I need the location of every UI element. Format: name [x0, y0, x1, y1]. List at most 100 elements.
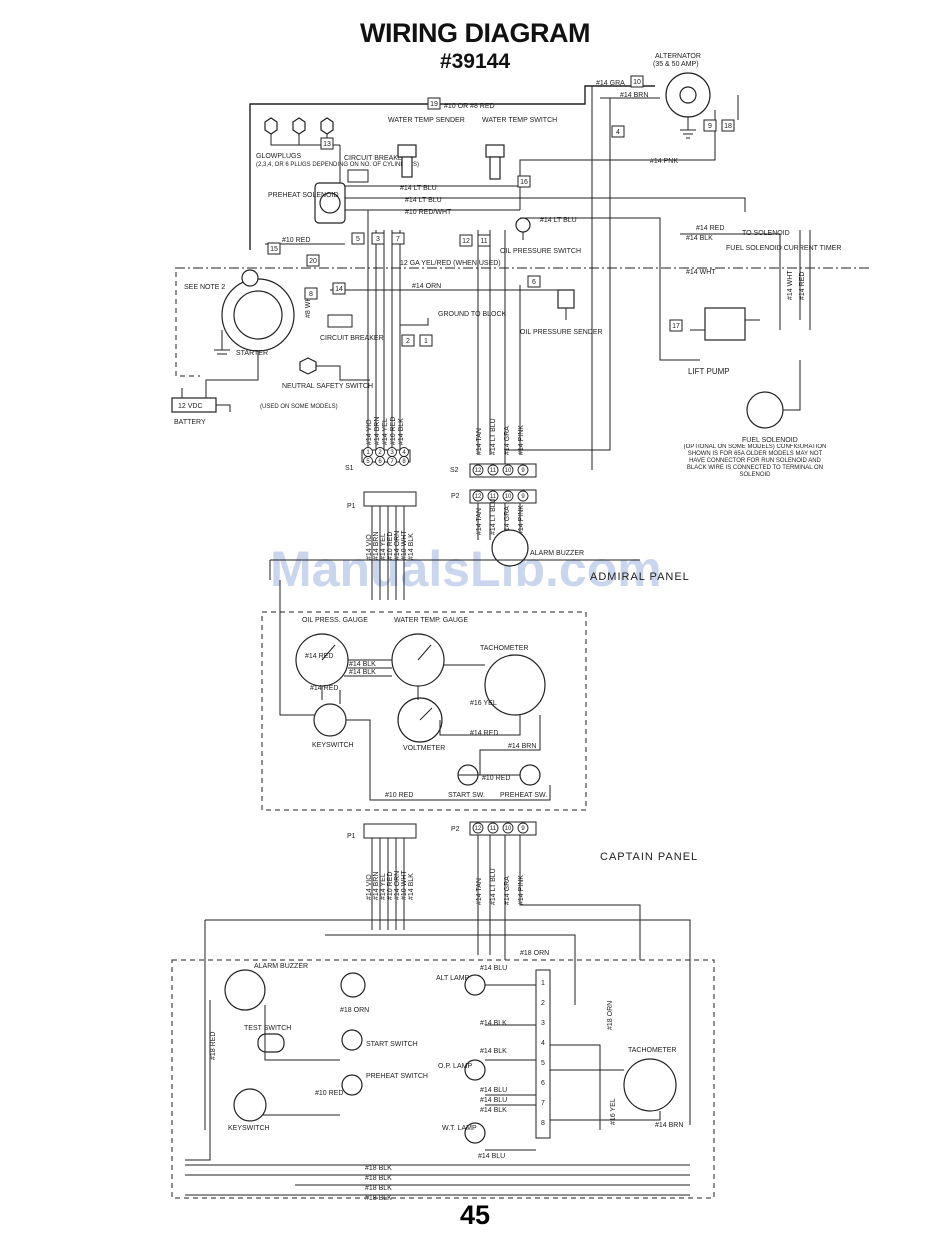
captain-wire-label: #14 BLK [480, 1048, 507, 1055]
wire-number-box [419, 334, 433, 347]
connector-pin [487, 490, 499, 502]
wire-label: #14 GRA [504, 506, 511, 535]
wt-lamp-label: W.T. LAMP [442, 1125, 477, 1132]
label-red-right: #14 RED [799, 272, 806, 300]
keyswitch-admiral [313, 703, 347, 737]
wire-number-box [267, 242, 281, 255]
circuit-breaker-2 [327, 314, 353, 328]
terminal-strip [535, 969, 551, 1139]
neutral-switch-label: NEUTRAL SAFETY SWITCH [282, 383, 373, 390]
oil-pressure-gauge [295, 633, 349, 687]
wire-label: #14 BRN [373, 872, 380, 900]
oil-pressure-switch [515, 217, 531, 240]
captain-start-label: START SWITCH [366, 1041, 418, 1048]
captain-wire-label: #18 ORN [520, 950, 549, 957]
connector-pin-number: 6 [378, 459, 382, 465]
connector-p2-label: P2 [451, 493, 460, 500]
wire-number: 17 [672, 323, 680, 330]
label-orn: #14 ORN [412, 283, 441, 290]
oil-pressure-sender-label: OIL PRESSURE SENDER [520, 329, 603, 336]
fuel-solenoid-label: FUEL SOLENOID [742, 437, 798, 444]
op-lamp-label: O.P. LAMP [438, 1063, 472, 1070]
captain-wire-label: #10 RED [315, 1090, 343, 1097]
oil-gauge-label: OIL PRESS. GAUGE [302, 617, 368, 624]
connector-p2b-label: P2 [451, 826, 460, 833]
oil-pressure-switch-label: OIL PRESSURE SWITCH [500, 248, 581, 255]
water-gauge-label: WATER TEMP. GAUGE [394, 617, 468, 624]
wire-number: 18 [724, 123, 732, 130]
wire-label: #14 BLK [398, 418, 405, 445]
captain-start-switch[interactable] [341, 1029, 363, 1051]
connector-p1b [363, 823, 417, 839]
wire-pnk [519, 110, 716, 210]
admiral-start-label: START SW. [448, 792, 485, 799]
terminal-number: 2 [541, 1000, 545, 1007]
connector-pin-number: 4 [402, 450, 406, 456]
admiral-wire-label: #14 BLK [349, 661, 376, 668]
connector-pin [502, 822, 514, 834]
wire-number: 16 [520, 179, 528, 186]
captain-wire-label: #18 BLK [365, 1185, 392, 1192]
connector-pin [517, 822, 529, 834]
captain-keyswitch-label: KEYSWITCH [228, 1125, 270, 1132]
fuel-solenoid-note: (OPTIONAL ON SOME MODELS) CONFIGURATION … [683, 444, 827, 478]
wire-number: 4 [616, 129, 620, 136]
admiral-preheat-label: PREHEAT SW. [500, 792, 547, 799]
connector-pin-number: 11 [490, 468, 497, 474]
admiral-panel-label: ADMIRAL PANEL [590, 571, 690, 583]
wire-main-red [249, 85, 655, 250]
captain-wire-label: #18 BLK [365, 1175, 392, 1182]
captain-preheat-switch[interactable] [341, 1074, 363, 1096]
wire-number-box [669, 319, 683, 332]
wire-fuel-right [799, 230, 811, 330]
captain-wire-label: #14 BLU [480, 1087, 507, 1094]
admiral-preheat-switch[interactable] [519, 764, 541, 786]
test-switch[interactable] [257, 1033, 285, 1053]
label-yelred: 12 GA YEL/RED (WHEN USED) [400, 260, 501, 267]
alt-lamp-label: ALT LAMP [436, 975, 470, 982]
captain-alarm-label: ALARM BUZZER [254, 963, 308, 970]
water-temp-sender-label: WATER TEMP SENDER [388, 117, 465, 124]
alternator-rating: (35 & 50 AMP) [653, 61, 699, 68]
wire-number-box [611, 125, 625, 138]
wire-label: #14 LT BLU [490, 498, 497, 535]
captain-panel-label: CAPTAIN PANEL [600, 851, 698, 863]
captain-preheat-label: PREHEAT SWITCH [366, 1073, 428, 1080]
label-red-14: #14 RED [696, 225, 724, 232]
wire-number-box [304, 287, 318, 300]
circuit-breaker-1-label: CIRCUIT BREAKER [344, 155, 408, 162]
admiral-wire-label: #10 RED [385, 792, 413, 799]
label-brn: #14 BRN [620, 92, 648, 99]
wt-lamp [464, 1122, 486, 1144]
wire-label: #14 LT BLU [490, 868, 497, 905]
wire-label: #14 LT BLU [490, 418, 497, 455]
captain-wire-label: #14 BLU [480, 1097, 507, 1104]
captain-wire-label: #14 BLU [478, 1153, 505, 1160]
wire-brn-down [504, 98, 611, 470]
connector-pin-number: 9 [521, 494, 525, 500]
starter [214, 269, 295, 355]
captain-tach-label: TACHOMETER [628, 1047, 676, 1054]
connector-pin [375, 456, 385, 466]
wire-label: #14 GRA [504, 876, 511, 905]
captain-wire-label: #16 YEL [610, 1098, 617, 1125]
wire-label: #14 PINK [518, 425, 525, 455]
admiral-wire-label: #14 RED [470, 730, 498, 737]
label-ltblu-2: #14 LT BLU [405, 197, 442, 204]
wire-label: #14 GRA [504, 426, 511, 455]
wire-label: #14 PINK [518, 505, 525, 535]
water-temp-switch-label: WATER TEMP SWITCH [482, 117, 557, 124]
wire-number: 5 [356, 236, 360, 243]
wire-number-box [527, 275, 541, 288]
label-red-10: #10 RED [282, 237, 310, 244]
alarm-buzzer-captain [224, 969, 266, 1011]
battery-label: BATTERY [174, 419, 206, 426]
water-temp-sender [397, 144, 417, 178]
harness-p2b [477, 835, 641, 960]
alarm-buzzer-admiral [491, 529, 529, 567]
label-wht-right: #14 WHT [787, 270, 794, 300]
wire-label: #14 PINK [518, 875, 525, 905]
op-lamp [464, 1059, 486, 1081]
keyswitch-captain[interactable] [233, 1088, 267, 1122]
wire-number-box [459, 234, 473, 247]
